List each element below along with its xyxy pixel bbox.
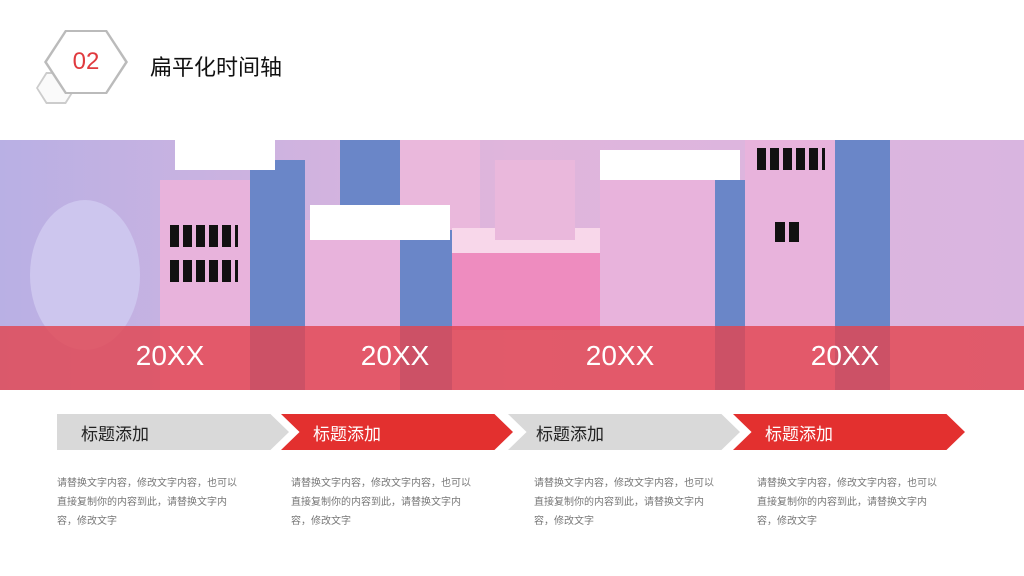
year-label: 20XX [585, 340, 655, 371]
city-illustration: 20XX 20XX 20XX 20XX [0, 140, 1024, 390]
step-description: 请替换文字内容，修改文字内容，也可以直接复制你的内容到此，请替换文字内容，修改文… [291, 478, 471, 527]
year-label: 20XX [135, 340, 205, 371]
year-label: 20XX [810, 340, 880, 371]
step-description: 请替换文字内容，修改文字内容，也可以直接复制你的内容到此，请替换文字内容，修改文… [534, 478, 714, 527]
step-description: 请替换文字内容，修改文字内容，也可以直接复制你的内容到此，请替换文字内容，修改文… [57, 478, 237, 527]
step-title-3: 标题添加 [508, 414, 740, 450]
timeline-band [0, 326, 1024, 390]
step-title-4: 标题添加 [733, 414, 965, 450]
step-description: 请替换文字内容，修改文字内容，也可以直接复制你的内容到此，请替换文字内容，修改文… [757, 478, 937, 527]
page-title: 扁平化时间轴 [150, 56, 283, 81]
year-label: 20XX [360, 340, 430, 371]
section-number: 02 [47, 32, 125, 92]
step-title-2: 标题添加 [281, 414, 513, 450]
step-title-1: 标题添加 [57, 414, 289, 450]
